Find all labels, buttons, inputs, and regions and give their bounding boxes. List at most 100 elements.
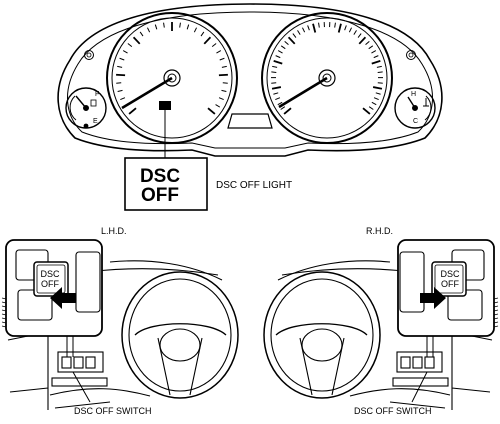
gauge-tick [344,25,347,31]
fuel-full-mark: F [95,91,99,98]
gauge-tick [117,89,123,93]
temp-hot-mark: H [411,91,416,98]
gauge-tick [312,23,317,33]
gauge-tick [122,50,128,54]
gauge-tick [334,22,336,28]
lhd-dsc-off-switch-label: DSC OFF SWITCH [74,406,152,416]
gauge-tick [211,43,217,47]
gauge-tick [116,73,126,77]
rhd-dsc-off-button [431,261,467,297]
indicator-text-line2: OFF [141,185,179,206]
gauge-tick [283,107,292,115]
gauge-tick [365,40,370,45]
gauge-tick [221,89,227,93]
indicator-text-line1: DSC [140,166,180,187]
gauge-tick [375,92,381,95]
gauge-tick [373,55,379,59]
gauge-tick [132,36,141,45]
rhd-switch-cluster [396,351,443,373]
gauge-tick [377,71,383,73]
lhd-steering-wheel [121,271,239,399]
lhd-dsc-off-button [33,261,69,297]
gauge-tick [275,55,281,59]
gauge-tick [221,65,227,68]
gauge-tick [348,27,352,33]
gauge-tick [218,73,228,77]
instrument-cluster [57,3,443,157]
gauge-tick [271,71,277,73]
gauge-tick [207,107,216,115]
gauge-tick [128,107,137,115]
temperature-gauge [394,87,436,129]
gauge-tick [215,104,221,108]
cluster-housing-outer [57,3,443,157]
tachometer-ticks [270,22,384,115]
lhd-caption: L.H.D. [101,226,127,236]
gauge-tick [372,86,383,90]
tachometer-needle [278,76,328,109]
lhd-switch-cluster [57,351,104,373]
gauge-tick [117,65,123,68]
speedometer-needle [121,76,173,110]
gauge-tick [219,57,225,61]
rhd-button-text-line1: DSC [440,269,460,279]
rhd-press-arrow-icon [420,287,446,309]
gauge-tick [337,23,342,33]
gauge-tick [273,60,283,65]
lhd-switch-leader [72,371,91,403]
gauge-tick [368,45,374,50]
gauge-tick [186,24,190,30]
dsc-off-light-label: DSC OFF LIGHT [216,180,292,191]
gauge-tick [193,27,197,33]
gauge-tick [280,45,286,50]
rhd-button-text-line2: OFF [441,279,459,289]
gauge-tick [203,36,212,45]
rhd-steering-wheel [263,271,381,399]
gauge-tick [318,22,320,28]
lhd-button-text-line2: OFF [41,279,59,289]
lhd-press-arrow-icon [50,287,76,309]
tachometer-bezel [261,12,393,144]
dsc-off-indicator-lamp [159,101,171,110]
gauge-tick [368,106,374,110]
gauge-tick [218,97,224,101]
dsc-off-indicator-zoom [124,157,208,211]
gauge-tick [371,101,377,106]
speedometer-bezel [106,12,238,144]
gauge-tick [357,33,362,38]
gauge-tick [284,40,289,45]
gauge-tick [119,57,125,61]
gauge-tick [200,31,205,37]
rhd-switch-zoom [397,239,495,357]
gauge-tick [280,106,286,110]
gauge-tick [371,50,377,54]
fuel-empty-mark: E [93,118,98,125]
gauge-tick [147,27,151,33]
gauge-tick [287,36,296,45]
gauge-tick [272,65,278,68]
gauge-tick [277,101,283,106]
gauge-tick [275,97,281,101]
gauge-tick [163,22,165,28]
rhd-dsc-off-switch-label: DSC OFF SWITCH [354,406,432,416]
gauge-tick [302,27,306,33]
lhd-button-text-line1: DSC [40,269,60,279]
gauge-tick [179,22,181,28]
gauge-tick [292,33,297,38]
center-display [227,113,273,129]
gauge-tick [373,97,379,101]
gauge-tick [127,43,133,47]
screw-top-left [84,50,94,60]
gauge-tick [297,30,301,35]
lhd-switch-zoom [5,239,103,357]
rhd-caption: R.H.D. [366,226,393,236]
gauge-tick [120,97,126,101]
gauge-tick [353,30,357,35]
gauge-tick [271,86,282,90]
gauge-tick [358,36,367,45]
speedometer-ticks [116,22,228,115]
gauge-tick [362,107,371,115]
gauge-tick [273,92,279,95]
rhd-switch-leader [411,371,428,403]
